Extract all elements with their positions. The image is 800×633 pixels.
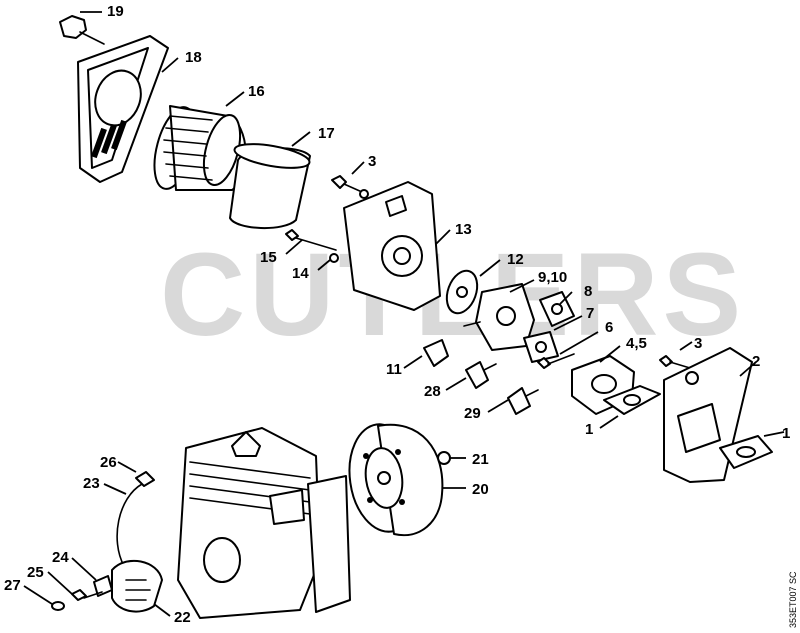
part-7-gasket (523, 331, 559, 363)
callout-26: 26 (100, 454, 117, 471)
part-29-knob (507, 387, 539, 415)
callout-18: 18 (185, 49, 202, 66)
part-27-washer (51, 601, 65, 611)
callout-3-top: 3 (368, 153, 376, 170)
callout-22: 22 (174, 609, 191, 626)
callout-1-mid: 1 (585, 421, 593, 438)
part-24-bracket (93, 575, 113, 597)
callout-16: 16 (248, 83, 265, 100)
part-18-filter-cover (77, 35, 169, 183)
part-16-air-filter (153, 105, 247, 191)
part-19-knob-screw (59, 15, 105, 45)
part-1-gasket-right (719, 435, 773, 469)
part-23-ignition-lead (116, 471, 155, 567)
callout-9-10: 9,10 (538, 269, 567, 286)
part-11-knob (423, 339, 449, 367)
drawing-code: 353ET007 SC (788, 571, 798, 628)
part-20-flywheel (348, 423, 444, 537)
callout-13: 13 (455, 221, 472, 238)
part-15-screw (285, 229, 337, 251)
callout-1-right: 1 (782, 425, 790, 442)
callout-3-right: 3 (694, 335, 702, 352)
engine-cylinder-crankcase (177, 427, 351, 619)
callout-28: 28 (424, 383, 441, 400)
callout-27: 27 (4, 577, 21, 594)
callout-11: 11 (386, 361, 402, 378)
part-22-ignition-coil (111, 560, 163, 613)
callout-labels: 19 18 16 17 3 13 15 14 12 9,10 8 7 6 4,5… (4, 3, 790, 626)
leader-lines (23, 11, 785, 617)
callout-4-5: 4,5 (626, 335, 647, 352)
part-12-gasket-ring (445, 269, 479, 315)
part-13-filter-base (343, 181, 441, 311)
callout-21: 21 (472, 451, 489, 468)
callout-12: 12 (507, 251, 524, 268)
callout-24: 24 (52, 549, 69, 566)
callout-6: 6 (605, 319, 613, 336)
part-1-gasket-mid (603, 385, 661, 415)
part-25-screw (71, 589, 103, 601)
part-3-screw-top (331, 175, 369, 199)
part-28-knob (465, 361, 497, 389)
callout-29: 29 (464, 405, 481, 422)
callout-8: 8 (584, 283, 592, 300)
part-17-filter-sleeve (229, 143, 311, 230)
part-8-gasket (539, 291, 575, 327)
callout-19: 19 (107, 3, 124, 20)
callout-2: 2 (752, 353, 760, 370)
callout-15: 15 (260, 249, 277, 266)
callout-25: 25 (27, 564, 44, 581)
callout-23: 23 (83, 475, 100, 492)
callout-14: 14 (292, 265, 309, 282)
part-6-screw (537, 353, 575, 369)
callout-17: 17 (318, 125, 335, 142)
callout-20: 20 (472, 481, 489, 498)
part-14-nut (329, 253, 339, 263)
callout-7: 7 (586, 305, 594, 322)
